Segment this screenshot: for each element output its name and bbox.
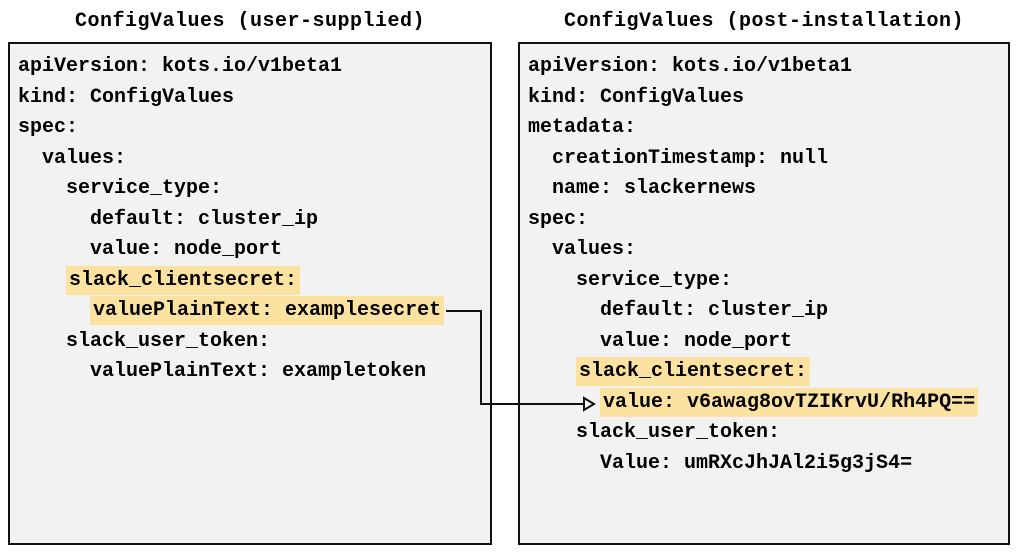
yaml-line: slack_user_token: [528, 418, 1008, 449]
yaml-indent [528, 238, 552, 261]
yaml-indent [18, 269, 66, 292]
yaml-indent [528, 391, 600, 414]
yaml-line-text: name: slackernews [552, 177, 757, 200]
yaml-line-text: spec: [18, 116, 79, 139]
yaml-line-text: slack_user_token: [66, 329, 271, 353]
yaml-line: default: cluster_ip [528, 296, 1008, 327]
yaml-line: service_type: [528, 266, 1008, 297]
yaml-line-text: service_type: [576, 268, 733, 292]
yaml-line: name: slackernews [528, 174, 1008, 205]
yaml-indent [528, 360, 576, 383]
yaml-line: spec: [18, 113, 490, 144]
yaml-line-highlighted: value: v6awag8ovTZIKrvU/Rh4PQ== [528, 387, 1008, 419]
yaml-line-text: Value: umRXcJhJAl2i5g3jS4= [600, 451, 913, 475]
yaml-indent [528, 269, 576, 292]
left-panel-title: ConfigValues (user-supplied) [74, 10, 426, 33]
yaml-indent [528, 147, 552, 170]
yaml-line-text: apiVersion: kots.io/v1beta1 [528, 55, 853, 78]
right-panel-post-installation: apiVersion: kots.io/v1beta1 kind: ConfigV… [518, 42, 1010, 545]
yaml-line: service_type: [18, 174, 490, 205]
yaml-line-text: valuePlainText: examplesecret [90, 296, 445, 325]
yaml-line-text: value: node_port [90, 238, 283, 261]
yaml-indent [18, 299, 90, 322]
yaml-indent [18, 238, 90, 261]
yaml-line: kind: ConfigValues [18, 83, 490, 114]
yaml-line: values: [18, 144, 490, 175]
yaml-indent [18, 330, 66, 353]
yaml-line-text: value: v6awag8ovTZIKrvU/Rh4PQ== [600, 387, 979, 417]
yaml-indent [528, 330, 600, 353]
yaml-indent [18, 177, 66, 200]
yaml-line: slack_user_token: [18, 327, 490, 358]
yaml-line-text: slack_clientsecret: [576, 357, 811, 386]
yaml-indent [528, 452, 600, 475]
yaml-line-text: kind: ConfigValues [528, 85, 745, 109]
yaml-line: spec: [528, 205, 1008, 236]
yaml-line: creationTimestamp: null [528, 144, 1008, 175]
yaml-line-text: slack_user_token: [576, 421, 781, 444]
yaml-line: value: node_port [18, 235, 490, 266]
yaml-line-highlighted: slack_clientsecret: [18, 265, 490, 297]
yaml-line: apiVersion: kots.io/v1beta1 [528, 52, 1008, 83]
yaml-indent [18, 208, 90, 231]
yaml-line: Value: umRXcJhJAl2i5g3jS4= [528, 449, 1008, 480]
yaml-line-text: kind: ConfigValues [18, 85, 235, 109]
yaml-line-text: creationTimestamp: null [552, 146, 829, 170]
right-panel-title: ConfigValues (post-installation) [563, 10, 965, 33]
yaml-line-text: values: [42, 146, 127, 170]
right-yaml-code: apiVersion: kots.io/v1beta1 kind: ConfigV… [520, 44, 1008, 479]
yaml-indent [528, 421, 576, 444]
yaml-line-text: default: cluster_ip [600, 299, 829, 322]
yaml-line: default: cluster_ip [18, 205, 490, 236]
yaml-line-highlighted: slack_clientsecret: [528, 357, 1008, 388]
yaml-line: values: [528, 235, 1008, 266]
yaml-line-text: valuePlainText: exampletoken [90, 360, 427, 383]
yaml-line-text: slack_clientsecret: [66, 265, 301, 295]
yaml-indent [18, 147, 42, 170]
left-panel-user-supplied: apiVersion: kots.io/v1beta1 kind: ConfigV… [8, 42, 492, 545]
yaml-indent [528, 299, 600, 322]
yaml-line-text: apiVersion: kots.io/v1beta1 [18, 55, 343, 78]
yaml-line: metadata: [528, 113, 1008, 144]
yaml-line-text: value: node_port [600, 329, 793, 353]
yaml-indent [18, 360, 90, 383]
yaml-line-text: service_type: [66, 177, 223, 200]
left-yaml-code: apiVersion: kots.io/v1beta1 kind: ConfigV… [10, 44, 490, 388]
yaml-line: value: node_port [528, 327, 1008, 358]
yaml-line: kind: ConfigValues [528, 83, 1008, 114]
yaml-line-text: default: cluster_ip [90, 207, 319, 231]
yaml-line-text: spec: [528, 207, 589, 231]
yaml-line: valuePlainText: exampletoken [18, 357, 490, 388]
yaml-line-text: metadata: [528, 116, 637, 139]
yaml-line-text: values: [552, 238, 637, 261]
yaml-line-highlighted: valuePlainText: examplesecret [18, 296, 490, 327]
yaml-indent [528, 177, 552, 200]
yaml-line: apiVersion: kots.io/v1beta1 [18, 52, 490, 83]
